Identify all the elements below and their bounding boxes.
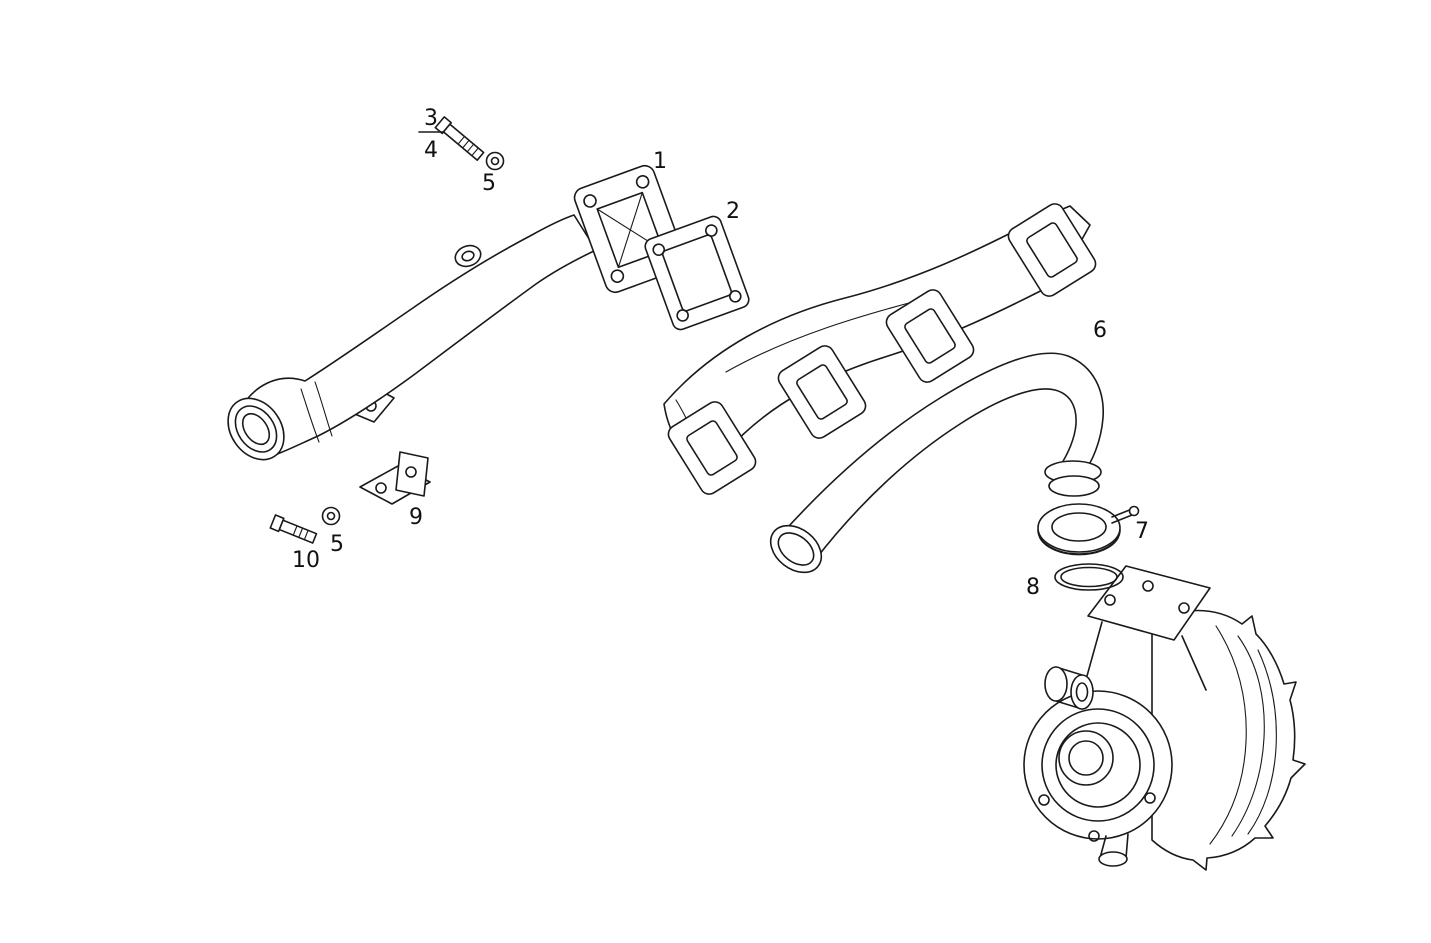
seal-ring (1054, 563, 1124, 591)
part-label-4: 4 (424, 138, 438, 163)
part-label-3: 3 (424, 106, 438, 131)
turbo-mounting-flange (1087, 565, 1211, 641)
part-label-6: 6 (1093, 318, 1107, 343)
turbo-inlet-bore (1058, 730, 1114, 786)
part-label-8: 8 (1026, 575, 1040, 600)
part-label-5-upper: 5 (482, 171, 496, 196)
pipe-collar (1044, 460, 1102, 497)
manifold-end-flange (1007, 203, 1097, 297)
v-band-clamp (1037, 503, 1140, 556)
flange-gasket (644, 215, 750, 331)
part-label-10: 10 (292, 548, 320, 573)
part-label-1: 1 (653, 149, 667, 174)
turbo-oil-fitting (1044, 666, 1094, 710)
exhaust-pipe (769, 352, 1104, 574)
part-label-5-lower: 5 (330, 532, 344, 557)
part-label-2: 2 (726, 199, 740, 224)
bolt-lower (269, 514, 318, 544)
pipe-boss (454, 244, 482, 268)
clamp-t-bolt (1111, 505, 1140, 524)
part-labels: 1 2 3 4 5 6 7 8 9 5 10 (292, 106, 1149, 600)
turbo-ribbed-housing (1151, 609, 1306, 871)
manifold-port (667, 401, 757, 495)
mounting-bracket (359, 451, 431, 505)
turbocharger (1023, 565, 1306, 871)
bolt-shank (442, 123, 485, 161)
part-label-9: 9 (409, 505, 423, 530)
part-label-7: 7 (1135, 519, 1149, 544)
bolt-shank (278, 519, 318, 544)
washer-upper (485, 151, 505, 171)
exhaust-manifold (663, 203, 1097, 495)
exhaust-pipe-mouth (769, 524, 823, 574)
manifold-port (885, 289, 975, 383)
washer-lower (321, 506, 341, 526)
manifold-port (777, 345, 867, 439)
bolt-upper (434, 116, 485, 161)
water-pipe (227, 214, 597, 461)
water-pipe-body (237, 214, 597, 458)
pipe-mouth (227, 397, 285, 461)
